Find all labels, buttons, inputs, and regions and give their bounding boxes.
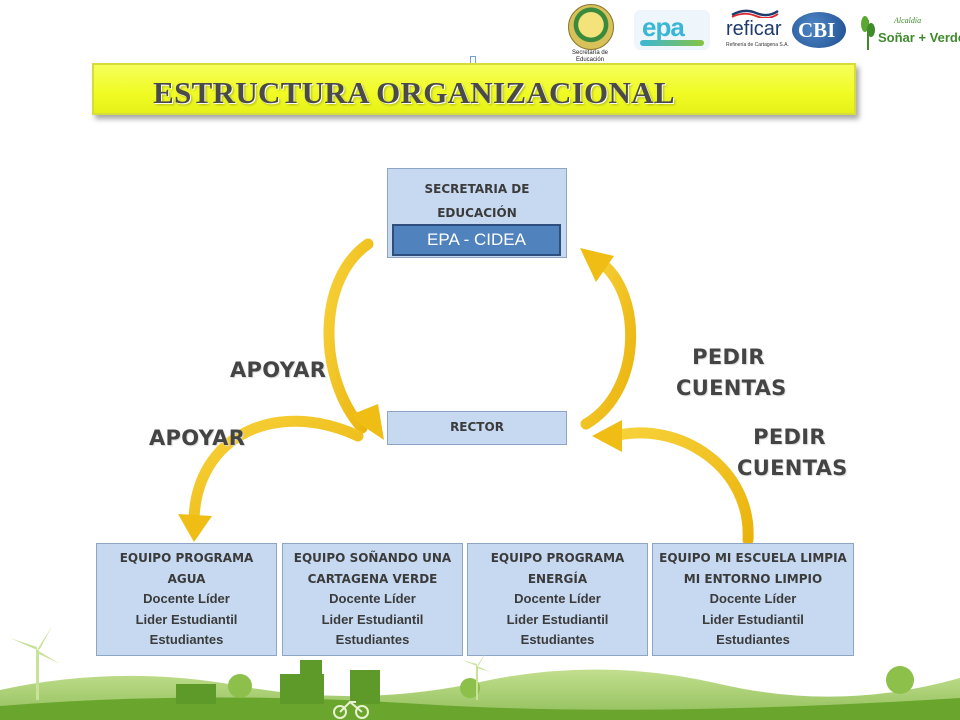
team-role-lider: Lider Estudiantil	[506, 611, 609, 627]
team-name-line-2: ENERGÍA	[527, 571, 588, 586]
apoyar-label-lower: APOYAR	[149, 426, 246, 450]
pedir-label-line: PEDIR	[692, 345, 765, 369]
bicycle-icon	[333, 700, 369, 719]
team-role-estudiantes: Estudiantes	[520, 632, 595, 647]
green-city-scenery	[0, 626, 960, 720]
team-name-line-1: EQUIPO PROGRAMA	[119, 551, 254, 565]
team-role-lider: Lider Estudiantil	[702, 611, 804, 627]
cbi-logo: CBI	[792, 12, 846, 48]
wind-turbine-icon	[462, 652, 490, 700]
pedir-cuentas-arrow-lower	[592, 420, 754, 546]
cbi-logo-text: CBI	[798, 18, 836, 42]
apoyar-label-upper: APOYAR	[230, 358, 327, 382]
team-role-docente: Docente Líder	[329, 591, 416, 606]
plant-icon	[861, 16, 875, 50]
tree-icon	[228, 666, 914, 698]
sponsor-logos: Secretaría de Educación epa reficar Refi…	[560, 0, 960, 64]
team-role-lider: Lider Estudiantil	[321, 611, 424, 627]
sonar-verde-logo: Alcaldía Soñar + Verde	[860, 10, 960, 50]
seal-caption: Secretaría de Educación	[571, 50, 609, 63]
team-role-docente: Docente Líder	[143, 591, 230, 606]
team-role-docente: Docente Líder	[709, 591, 797, 606]
team-box-escuela-limpia: EQUIPO MI ESCUELA LIMPIA MI ENTORNO LIMP…	[652, 543, 854, 656]
sonar-logo-text: Soñar + Verde	[878, 30, 960, 45]
team-box-energia: EQUIPO PROGRAMA ENERGÍA Docente Líder Li…	[467, 543, 648, 656]
city-buildings-icon	[176, 660, 380, 704]
pedir-cuentas-label-lower: PEDIR CUENTAS	[737, 422, 848, 484]
epa-cidea-box: EPA - CIDEA	[392, 224, 561, 256]
reficar-flag-icon	[731, 9, 779, 18]
page-title: ESTRUCTURA ORGANIZACIONAL	[153, 75, 675, 110]
cuentas-label-line: CUENTAS	[737, 456, 848, 480]
epa-wave-icon	[640, 40, 704, 46]
team-name-line-1: EQUIPO MI ESCUELA LIMPIA	[659, 551, 847, 565]
pedir-label-line: PEDIR	[753, 425, 826, 449]
team-name-line-1: EQUIPO SOÑANDO UNA	[293, 551, 452, 565]
team-role-estudiantes: Estudiantes	[149, 632, 224, 647]
team-box-cartagena-verde: EQUIPO SOÑANDO UNA CARTAGENA VERDE Docen…	[282, 543, 463, 656]
team-role-docente: Docente Líder	[514, 591, 601, 606]
secretaria-line-1: SECRETARIA DE	[424, 182, 530, 196]
team-box-agua: EQUIPO PROGRAMA AGUA Docente Líder Lider…	[96, 543, 277, 656]
team-role-estudiantes: Estudiantes	[716, 632, 790, 647]
reficar-logo-text: reficar	[726, 18, 782, 40]
reficar-logo-subtitle: Refinería de Cartagena S.A.	[726, 42, 789, 48]
reficar-logo: reficar Refinería de Cartagena S.A.	[724, 8, 790, 52]
epa-logo: epa	[634, 10, 710, 50]
rector-box: RECTOR	[387, 411, 567, 445]
secretaria-line-2: EDUCACIÓN	[437, 206, 517, 220]
epa-logo-text: epa	[642, 12, 685, 42]
team-name-line-2: MI ENTORNO LIMPIO	[683, 571, 823, 586]
wind-turbine-icon	[10, 626, 60, 700]
team-name-line-2: CARTAGENA VERDE	[307, 571, 438, 586]
apoyar-arrow-lower	[178, 415, 364, 542]
pedir-cuentas-label-upper: PEDIR CUENTAS	[676, 342, 787, 404]
title-banner: ESTRUCTURA ORGANIZACIONAL	[92, 63, 856, 115]
team-role-estudiantes: Estudiantes	[335, 632, 410, 647]
cuentas-label-line: CUENTAS	[676, 376, 787, 400]
team-name-line-2: AGUA	[167, 571, 206, 586]
pedir-cuentas-arrow-upper	[580, 248, 637, 430]
secretaria-seal-logo	[568, 4, 614, 50]
apoyar-arrow-upper	[323, 238, 384, 440]
sonar-logo-prefix: Alcaldía	[894, 16, 922, 25]
team-role-lider: Lider Estudiantil	[135, 611, 238, 627]
team-name-line-1: EQUIPO PROGRAMA	[490, 551, 625, 565]
